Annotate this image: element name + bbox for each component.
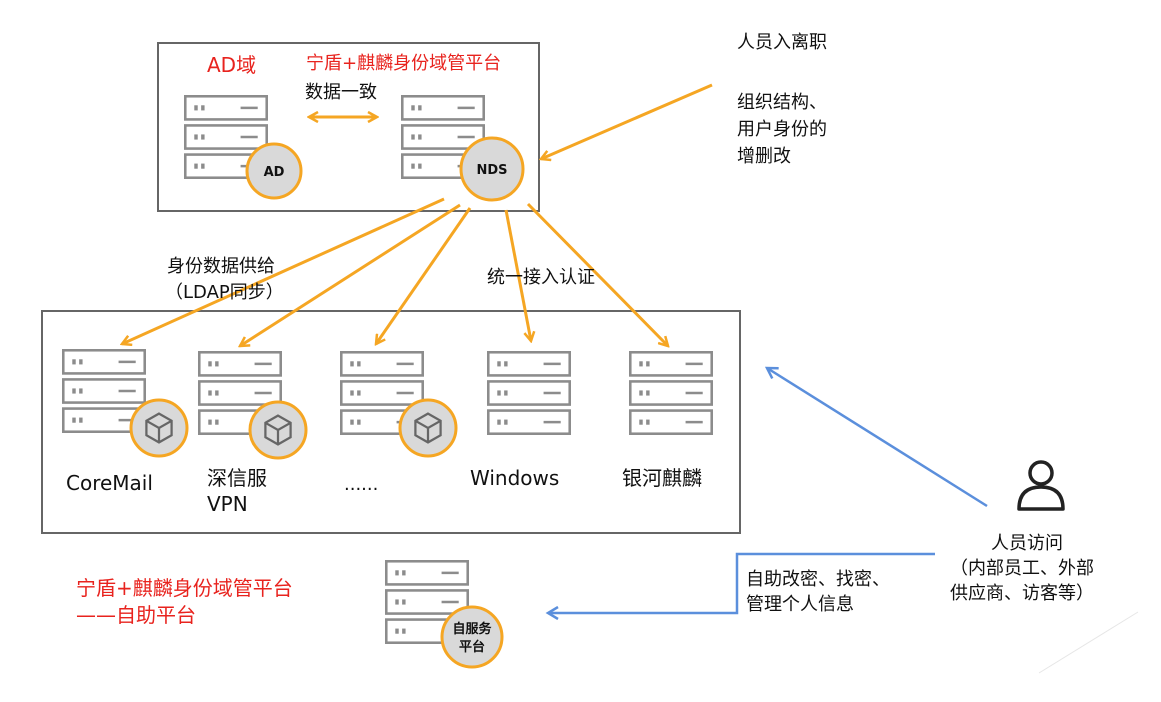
user-access-line1: 人员访问 bbox=[991, 533, 1063, 554]
app-label-kylin: 银河麒麟 bbox=[622, 466, 702, 490]
app-label-coremail: CoreMail bbox=[66, 471, 153, 495]
domain-platform-frame bbox=[157, 42, 540, 212]
hr-event-desc-2: 用户身份的 bbox=[737, 119, 827, 140]
user-access-line2: （内部员工、外部 bbox=[950, 558, 1094, 579]
supply-label-line1: 身份数据供给 bbox=[167, 256, 275, 277]
vpn-cube-badge bbox=[248, 400, 308, 460]
arrow-to-windows bbox=[504, 209, 531, 341]
app-label-vpn-line2: VPN bbox=[207, 492, 248, 516]
self-actions-line2: 管理个人信息 bbox=[746, 594, 854, 615]
self-actions-line1: 自助改密、找密、 bbox=[746, 569, 890, 590]
ellipsis-cube-badge bbox=[398, 398, 458, 458]
nds-badge-label: NDS bbox=[476, 163, 507, 178]
decorative-line bbox=[1038, 611, 1139, 674]
hr-event-arrow bbox=[541, 83, 713, 159]
hr-event-desc-3: 增删改 bbox=[737, 146, 791, 167]
hr-event-title: 人员入离职 bbox=[737, 32, 827, 53]
platform-label: 宁盾+麒麟身份域管平台 bbox=[306, 53, 502, 74]
user-access-arrow bbox=[767, 368, 988, 508]
ad-domain-label: AD域 bbox=[207, 53, 257, 77]
app-label-vpn-line1: 深信服 bbox=[207, 466, 267, 490]
windows-server-icon bbox=[486, 351, 572, 435]
user-icon bbox=[1017, 460, 1065, 511]
app-label-windows: Windows bbox=[470, 466, 560, 490]
ad-badge: AD bbox=[245, 142, 303, 200]
arrow-to-vpn bbox=[240, 203, 461, 346]
self-service-badge-line2: 平台 bbox=[459, 639, 485, 655]
ad-badge-label: AD bbox=[264, 165, 285, 180]
apps-frame bbox=[41, 310, 741, 534]
self-service-title-line1: 宁盾+麒麟身份域管平台 bbox=[76, 576, 293, 600]
nds-badge: NDS bbox=[459, 136, 525, 202]
auth-label: 统一接入认证 bbox=[487, 267, 595, 288]
arrow-to-ellipsis bbox=[376, 207, 472, 344]
coremail-cube-badge bbox=[129, 398, 189, 458]
arrow-to-coremail bbox=[122, 197, 445, 344]
self-service-title-line2: ——自助平台 bbox=[76, 603, 196, 627]
hr-event-desc-1: 组织结构、 bbox=[737, 92, 827, 113]
arrow-to-kylin bbox=[526, 202, 668, 346]
kylin-server-icon bbox=[628, 351, 714, 435]
app-label-ellipsis: ...... bbox=[344, 474, 379, 495]
self-service-badge: 自服务 平台 bbox=[440, 605, 504, 669]
self-service-badge-line1: 自服务 bbox=[452, 621, 492, 637]
supply-label-line2: （LDAP同步） bbox=[165, 282, 284, 303]
sync-label: 数据一致 bbox=[305, 82, 377, 103]
user-access-line3: 供应商、访客等） bbox=[950, 583, 1094, 604]
self-service-arrow bbox=[548, 552, 935, 613]
